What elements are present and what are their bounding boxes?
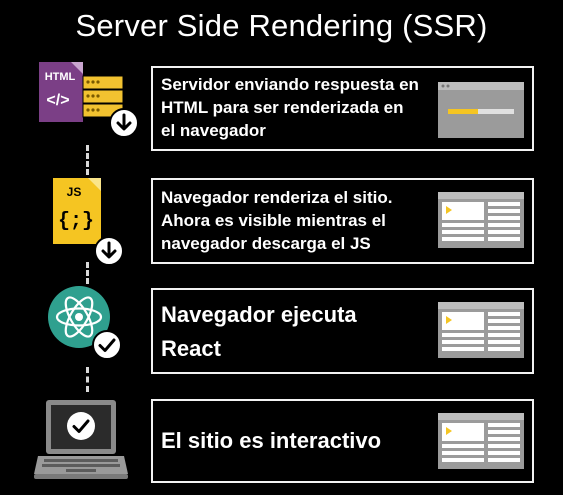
- html-label: HTML: [45, 71, 76, 83]
- step-1-line-3: el navegador: [161, 121, 266, 140]
- js-file-icon: JS {;}: [50, 176, 110, 256]
- connector-line: [86, 262, 89, 284]
- step-2-box: Navegador renderiza el sitio. Ahora es v…: [151, 178, 534, 264]
- step-2-line-2: Ahora es visible mientras el: [161, 211, 386, 230]
- laptop-icon: [32, 398, 130, 482]
- react-atom-icon: [47, 285, 111, 349]
- step-1-box: Servidor enviando respuesta en HTML para…: [151, 66, 534, 151]
- step-3-line-1: Navegador ejecuta: [161, 302, 357, 327]
- html-server-icon: HTML </>: [36, 60, 136, 140]
- js-label: JS: [67, 185, 82, 199]
- step-1-line-1: Servidor enviando respuesta en: [161, 75, 419, 94]
- download-icon: [109, 108, 139, 138]
- connector-line: [86, 367, 89, 392]
- step-4-box: El sitio es interactivo: [151, 399, 534, 483]
- interactive-page-mockup: [438, 413, 524, 474]
- step-3-box: Navegador ejecuta React: [151, 288, 534, 374]
- rendered-page-mockup: [438, 302, 524, 363]
- js-code: {;}: [58, 210, 94, 233]
- html-code: </>: [46, 92, 69, 109]
- step-2-line-3: navegador descarga el JS: [161, 234, 371, 253]
- step-4-line-1: El sitio es interactivo: [161, 428, 382, 453]
- rendered-page-mockup: [438, 192, 524, 253]
- page-title: Server Side Rendering (SSR): [75, 8, 488, 43]
- step-3-line-2: React: [161, 336, 221, 361]
- loading-browser-mockup: [438, 82, 524, 143]
- step-2-line-1: Navegador renderiza el sitio.: [161, 188, 393, 207]
- download-icon: [94, 236, 124, 266]
- check-icon: [92, 330, 122, 360]
- step-1-line-2: HTML para ser renderizada en: [161, 98, 404, 117]
- connector-line: [86, 145, 89, 175]
